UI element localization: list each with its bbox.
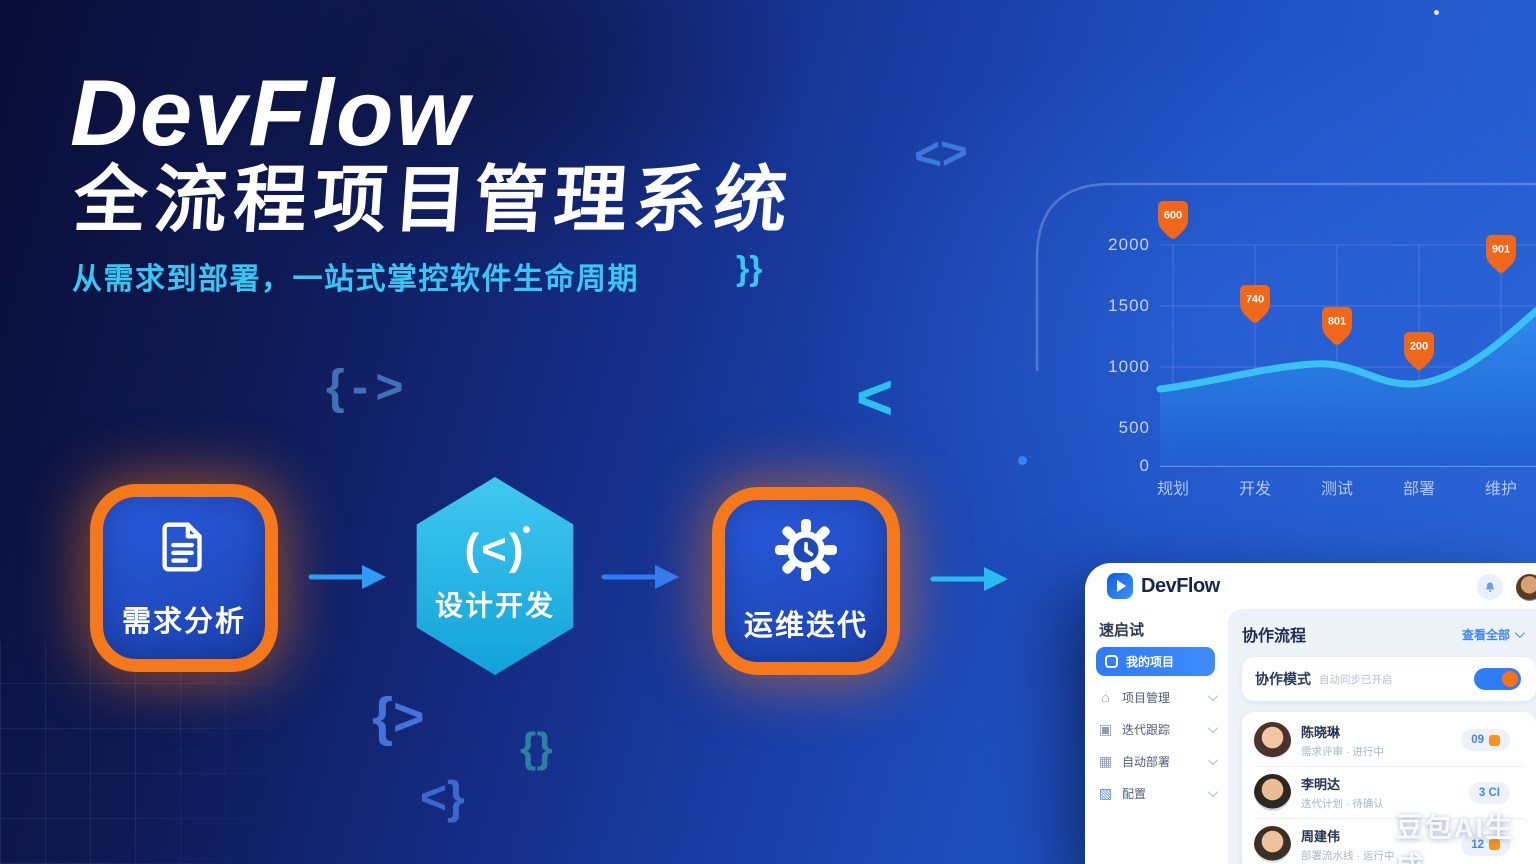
angle-brackets-icon: <> xyxy=(911,124,971,182)
y-axis-tick: 1500 xyxy=(1108,296,1150,315)
chevron-down-icon xyxy=(1207,722,1218,733)
pin-label: 740 xyxy=(1246,294,1264,306)
map-pin-icon: 200 xyxy=(1404,332,1434,370)
area-chart-svg: 600 740 801 200 901 xyxy=(1156,201,1536,467)
decor-dot-small xyxy=(1434,10,1439,15)
collaboration-toggle-card: 协作模式 自动同步已开启 xyxy=(1242,657,1536,701)
fire-icon xyxy=(1489,734,1500,746)
project-icon xyxy=(1105,655,1118,668)
view-all-link[interactable]: 查看全部 xyxy=(1462,626,1525,643)
lt-brace-icon: <} xyxy=(420,771,465,823)
mockup-main-panel: 协作流程 查看全部 协作模式 自动同步已开启 陈晓琳 需求评审 · 进行中 xyxy=(1228,609,1536,864)
flow-arrow-icon xyxy=(930,567,1008,591)
x-axis-tick: 开发 xyxy=(1238,481,1271,498)
sidebar-item-deploy[interactable]: ▦ 自动部署 xyxy=(1085,748,1228,774)
member-list: 陈晓琳 需求评审 · 进行中 09 李明达 迭代计划 · 待确认 xyxy=(1242,712,1536,864)
code-icon: (<) xyxy=(465,526,530,572)
map-pin-icon: 740 xyxy=(1240,285,1270,323)
toggle-card-label: 协作模式 xyxy=(1255,671,1311,687)
brand-title: DevFlow xyxy=(70,60,471,165)
workflow-step-label: 需求分析 xyxy=(121,606,246,638)
decor-grid xyxy=(0,642,272,864)
sidebar-item-my-projects[interactable]: 我的项目 xyxy=(1096,647,1215,676)
workflow-step-design: (<) 设计开发 xyxy=(416,477,574,675)
gear-clock-icon xyxy=(774,518,838,587)
chevron-down-icon xyxy=(1207,786,1218,797)
sidebar-item-iteration[interactable]: ▣ 迭代跟踪 xyxy=(1085,716,1228,742)
braces-icon: {} xyxy=(520,724,553,771)
panel-title: 协作流程 xyxy=(1242,628,1307,645)
pin-label: 600 xyxy=(1164,210,1182,222)
page-title: 全流程项目管理系统 xyxy=(71,160,797,241)
chevron-down-icon xyxy=(1207,754,1218,765)
list-item[interactable]: 陈晓琳 需求评审 · 进行中 09 xyxy=(1254,714,1524,766)
grid-icon: ▦ xyxy=(1098,752,1113,769)
decor-dot xyxy=(1018,456,1027,465)
map-pin-icon: 801 xyxy=(1322,307,1352,345)
mockup-brand: DevFlow xyxy=(1141,575,1220,597)
list-item[interactable]: 李明达 迭代计划 · 待确认 3 CI xyxy=(1254,766,1524,818)
sidebar-title: 速启试 xyxy=(1099,622,1145,639)
avatar xyxy=(1254,774,1291,811)
pin-label: 901 xyxy=(1492,244,1510,256)
pin-label: 801 xyxy=(1328,316,1346,328)
toggle-knob xyxy=(1502,671,1518,687)
chevron-left-icon: < xyxy=(856,361,894,433)
brace-arrow-icon: { - > xyxy=(326,361,403,414)
status-badge[interactable]: 3 CI xyxy=(1468,781,1510,804)
sidebar-item-settings[interactable]: ▧ 配置 xyxy=(1085,780,1228,806)
x-axis-tick: 测试 xyxy=(1320,481,1353,498)
chevron-down-icon xyxy=(1207,690,1218,701)
home-icon: ⌂ xyxy=(1101,689,1110,705)
mockup-header: DevFlow xyxy=(1085,563,1536,609)
fire-icon xyxy=(1489,839,1500,850)
brace-gt-icon: {> xyxy=(372,687,425,747)
avatar xyxy=(1254,721,1291,759)
pin-label: 200 xyxy=(1410,341,1428,353)
workflow-step-label: 设计开发 xyxy=(434,590,555,621)
y-axis-tick: 2000 xyxy=(1108,235,1150,254)
y-axis-tick: 0 xyxy=(1139,456,1150,475)
app-mockup-window: DevFlow 速启试 我的项目 ⌂ 项目管理 ▣ 迭代跟踪 xyxy=(1085,563,1536,864)
page-subtitle: 从需求到部署，一站式掌控软件生命周期 xyxy=(72,263,639,296)
y-axis-tick: 1000 xyxy=(1108,357,1150,376)
flow-arrow-icon xyxy=(308,565,386,589)
toggle-card-hint: 自动同步已开启 xyxy=(1319,673,1393,686)
status-badge[interactable]: 09 xyxy=(1461,729,1510,751)
devflow-logo-icon xyxy=(1107,573,1133,599)
user-avatar[interactable] xyxy=(1516,574,1536,601)
x-axis-tick: 维护 xyxy=(1484,481,1517,498)
workflow-step-label: 运维迭代 xyxy=(743,610,868,642)
list-item[interactable]: 周建伟 部署流水线 · 运行中 12 xyxy=(1254,818,1524,864)
status-badge[interactable]: 12 xyxy=(1461,833,1510,856)
map-pin-icon: 600 xyxy=(1158,201,1188,239)
chevron-down-icon xyxy=(1514,627,1525,638)
document-icon xyxy=(153,516,215,583)
collaboration-toggle[interactable] xyxy=(1474,668,1521,690)
workflow-step-operations: 运维迭代 xyxy=(712,487,900,675)
braces-glyph: }} xyxy=(736,250,763,288)
avatar xyxy=(1254,826,1291,863)
flow-arrow-icon xyxy=(601,565,679,589)
ai-watermark: 豆包AI生成 xyxy=(1396,813,1514,864)
notification-icon[interactable] xyxy=(1477,574,1503,600)
chart-frame-outline xyxy=(1035,182,1536,371)
x-axis-tick: 规划 xyxy=(1156,481,1189,498)
map-pin-icon: 901 xyxy=(1486,235,1516,273)
sidebar-item-project-mgmt[interactable]: ⌂ 项目管理 xyxy=(1085,684,1228,710)
x-axis-tick: 部署 xyxy=(1402,481,1435,498)
trend-chart: 2000 1500 1000 500 0 xyxy=(1060,185,1536,515)
mockup-sidebar: 速启试 我的项目 ⌂ 项目管理 ▣ 迭代跟踪 ▦ 自动部署 ▧ xyxy=(1085,609,1228,864)
board-icon: ▣ xyxy=(1098,720,1113,737)
workflow-step-requirements: 需求分析 xyxy=(90,484,278,672)
database-icon: ▧ xyxy=(1098,784,1113,801)
y-axis-tick: 500 xyxy=(1118,418,1150,437)
